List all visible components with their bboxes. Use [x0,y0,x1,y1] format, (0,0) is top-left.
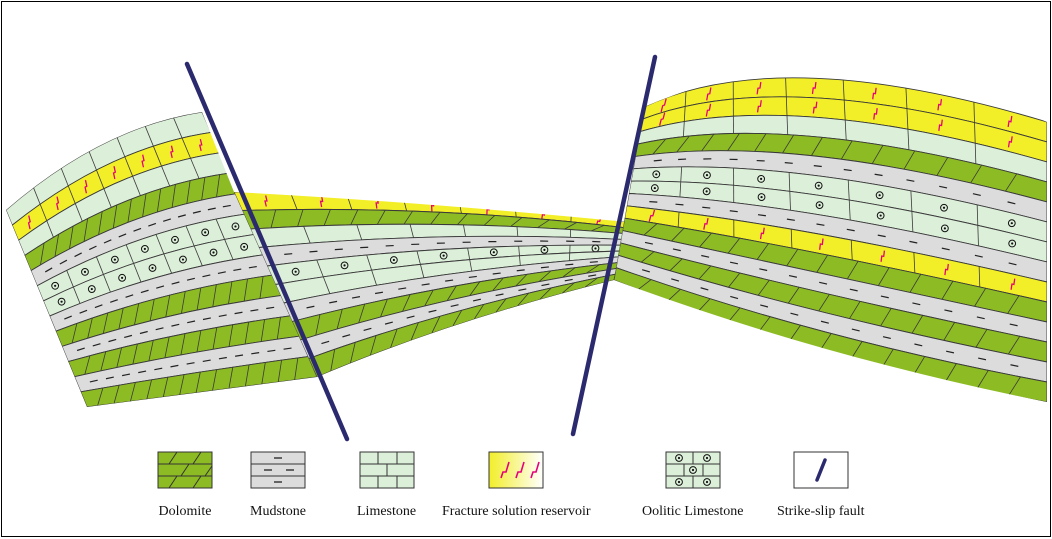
oolitic-limestone-swatch [665,451,721,489]
legend-label-fracture-reservoir: Fracture solution reservoir [442,504,591,520]
strata-layers [6,78,1047,407]
dolomite-swatch [157,451,213,489]
legend-dolomite: Dolomite [157,451,213,520]
legend-limestone: Limestone [357,451,416,520]
legend-label-oolitic-limestone: Oolitic Limestone [642,504,743,520]
legend-strike-slip-fault: Strike-slip fault [777,451,865,520]
mudstone-swatch [250,451,306,489]
strike-slip-fault-swatch [793,451,849,489]
legend-label-dolomite: Dolomite [157,504,213,520]
legend-oolitic-limestone: Oolitic Limestone [642,451,743,520]
limestone-swatch [359,451,415,489]
fracture-icon [114,166,116,179]
fracture-icon [85,180,87,193]
fracture-reservoir-swatch [488,451,544,489]
legend-label-limestone: Limestone [357,504,416,520]
legend-label-strike-slip-fault: Strike-slip fault [777,504,865,520]
legend-fracture-reservoir: Fracture solution reservoir [442,451,591,520]
legend-label-mudstone: Mudstone [250,504,306,520]
legend-mudstone: Mudstone [250,451,306,520]
right-fault-block [614,78,1047,402]
